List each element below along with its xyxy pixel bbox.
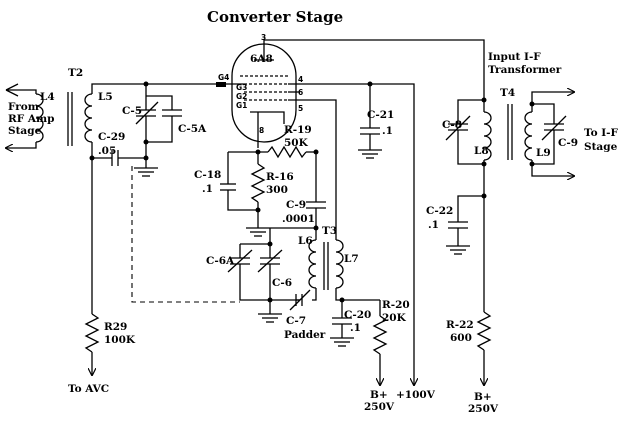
capacitor-c21 [360,127,380,150]
c22-value: .1 [428,219,439,231]
r22-value: 600 [450,332,472,344]
tube-label: 6A8 [250,53,273,65]
input-if-label-1: Input I-F [488,51,541,63]
tube-pin-4: 4 [298,75,303,84]
c5a-label: C-5A [178,123,207,135]
r29-label: R29 [104,321,127,333]
c9-if-label: C-9 [558,137,578,149]
c20-value: .1 [350,322,361,334]
r22-label: R-22 [446,319,474,331]
grid-cap-icon [216,82,226,87]
c18-label: C-18 [194,169,221,181]
oscillator-grid-network [220,124,326,228]
c6-label: C-6 [272,277,292,289]
r20-label: R-20 [382,299,410,311]
t2-label: T2 [68,67,83,79]
if-supply-network [448,193,492,386]
tube-6a8 [216,43,312,143]
from-label-1: From [8,101,39,113]
ground-icon [446,245,470,255]
to-if-label-2: Stage [584,141,618,153]
tube-pin-g2: G2 [236,92,247,101]
if-transformer-t4 [445,92,574,196]
ground-icon [258,313,282,323]
tube-pin-g1: G1 [236,101,247,110]
l9-label: L9 [536,147,551,159]
ground-icon [134,167,158,177]
c21-label: C-21 [367,109,394,121]
gang-coupling-dashed [131,166,240,303]
plate-supply-network [332,299,388,385]
tube-pin-5: 5 [298,104,303,113]
plus100-label: +100V [396,389,436,401]
r16-label: R-16 [266,171,294,183]
resistor-r29 [84,158,100,375]
t4-label: T4 [500,87,515,99]
l4-label: L4 [40,91,55,103]
ground-icon [246,227,270,237]
tube-pin-6: 6 [298,88,303,97]
c6a-label: C-6A [206,255,235,267]
r29-value: 100K [104,334,136,346]
l6-label: L6 [298,235,313,247]
oscillator-coil-t3 [227,99,345,314]
diagram-title: Converter Stage [207,8,343,26]
r19-value: 50K [284,137,309,149]
r16-value: 300 [266,184,288,196]
l7-label: L7 [344,253,359,265]
tube-pin-8: 8 [259,126,264,135]
bplus1-label: B+ [370,389,388,401]
ground-icon [330,337,354,347]
from-label-3: Stage [8,125,42,137]
c29-label: C-29 [98,131,125,143]
c20-label: C-20 [344,309,371,321]
c7-label: C-7 [286,315,306,327]
c8-label: C-8 [442,119,462,131]
c5-label: C-5 [122,105,142,117]
c9-grid-label: C-9 [286,199,306,211]
to-avc-label: To AVC [68,383,109,395]
bplus2-voltage: 250V [468,403,499,415]
bplus1-voltage: 250V [364,401,395,413]
r20-value: 20K [382,312,407,324]
t3-label: T3 [322,225,337,237]
from-label-2: RF Amp [8,113,54,125]
screen-grid-wiring [300,81,414,386]
capacitor-c5-c5a [135,81,182,168]
tube-pin-g4: G4 [218,73,229,82]
ground-icon [358,149,382,159]
c9-grid-value: .0001 [282,213,315,225]
to-if-label-1: To I-F [584,127,619,139]
tube-pin-g3: G3 [236,83,247,92]
input-if-label-2: Transformer [488,64,562,76]
transformer-t2 [6,83,218,158]
padder-label: Padder [284,329,326,341]
bplus2-label: B+ [474,391,492,403]
l8-label: L8 [474,145,489,157]
c18-value: .1 [202,183,213,195]
c29-value: .05 [98,145,116,157]
plate-wiring [263,39,485,92]
l5-label: L5 [98,91,113,103]
c22-label: C-22 [426,205,453,217]
tube-pin-3: 3 [261,33,266,42]
r19-label: R-19 [284,124,312,136]
c21-value: .1 [382,125,393,137]
